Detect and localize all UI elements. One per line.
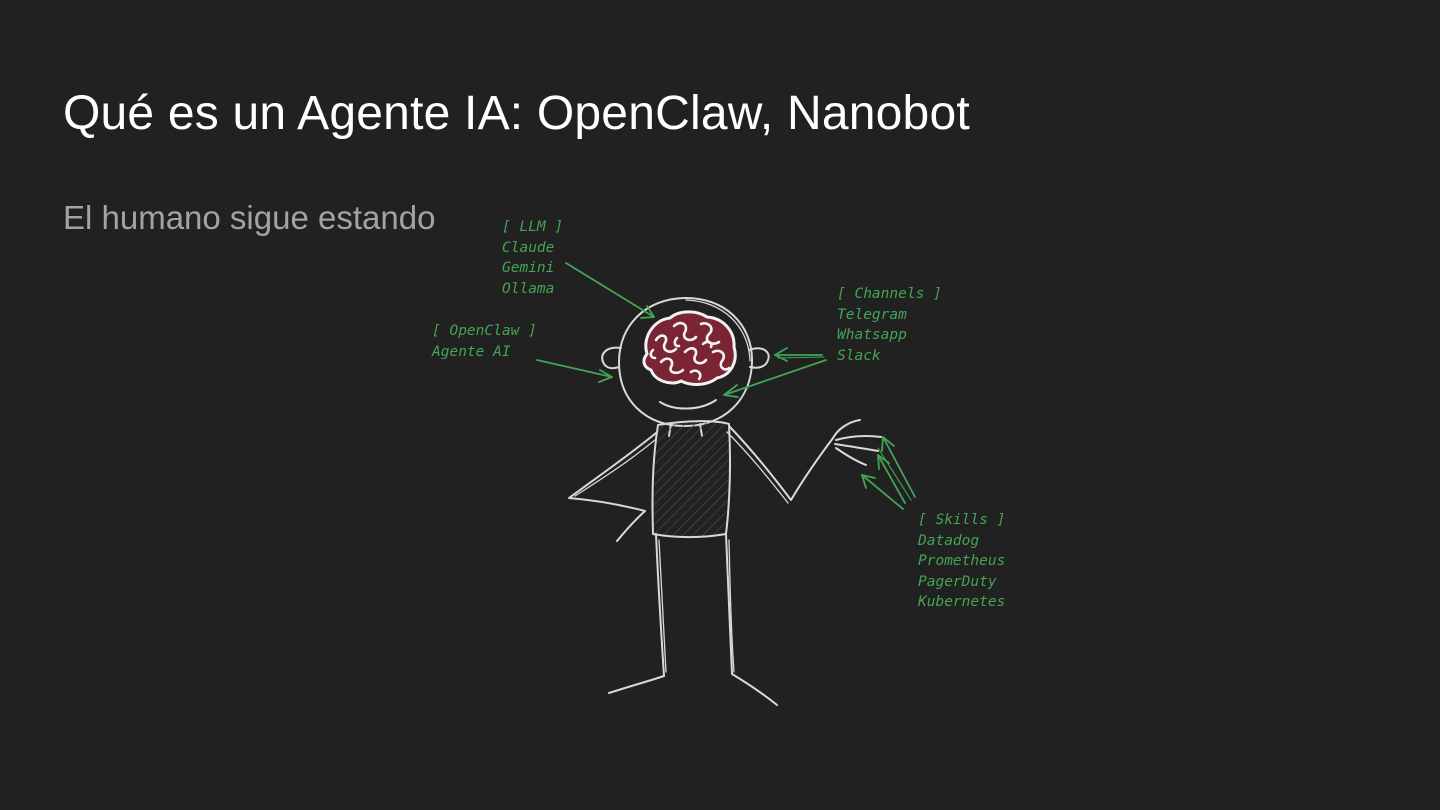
arrow-channels-mouth (724, 360, 826, 395)
label-llm-header: [ LLM ] (502, 217, 563, 238)
right-leg (726, 534, 777, 705)
label-channels-item: Telegram (837, 305, 942, 326)
hand (833, 420, 860, 438)
label-channels: [ Channels ] Telegram Whatsapp Slack (837, 284, 942, 366)
arrow-llm (566, 263, 654, 317)
label-llm-item: Ollama (502, 279, 563, 300)
arrow-skills-1 (883, 437, 915, 497)
label-openclaw-item: Agente AI (432, 342, 537, 363)
label-llm: [ LLM ] Claude Gemini Ollama (502, 217, 563, 299)
label-skills-item: Prometheus (918, 551, 1005, 572)
left-leg (609, 534, 664, 693)
arrow-openclaw (537, 360, 612, 377)
label-skills-item: Datadog (918, 531, 1005, 552)
torso (653, 421, 730, 537)
label-openclaw-header: [ OpenClaw ] (432, 321, 537, 342)
label-skills-item: PagerDuty (918, 572, 1005, 593)
label-skills: [ Skills ] Datadog Prometheus PagerDuty … (918, 510, 1005, 613)
brain-icon (644, 312, 735, 385)
arrow-skills-3 (862, 475, 903, 509)
label-channels-item: Slack (837, 346, 942, 367)
right-arm (729, 426, 833, 500)
label-llm-item: Gemini (502, 258, 563, 279)
arrow-skills-2 (878, 455, 905, 503)
label-channels-item: Whatsapp (837, 325, 942, 346)
label-openclaw: [ OpenClaw ] Agente AI (432, 321, 537, 362)
smile (660, 400, 716, 409)
label-channels-header: [ Channels ] (837, 284, 942, 305)
label-skills-header: [ Skills ] (918, 510, 1005, 531)
label-llm-item: Claude (502, 238, 563, 259)
label-skills-item: Kubernetes (918, 592, 1005, 613)
